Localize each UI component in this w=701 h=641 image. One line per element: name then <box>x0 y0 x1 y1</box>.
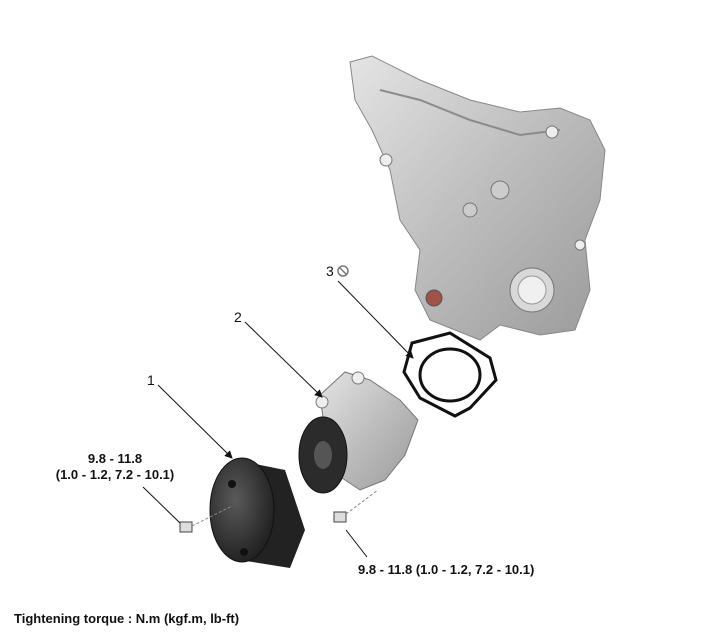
torque-left-line2: (1.0 - 1.2, 7.2 - 10.1) <box>55 467 175 482</box>
bolt-left <box>179 505 233 533</box>
callout-2: 2 <box>234 309 242 325</box>
water-pump-pulley <box>209 457 305 568</box>
leader-line-torque-right <box>345 529 368 558</box>
timing-chain-cover <box>349 55 606 341</box>
callout-1: 1 <box>147 372 155 388</box>
torque-right: 9.8 - 11.8 (1.0 - 1.2, 7.2 - 10.1) <box>358 562 535 577</box>
bolt-right <box>333 489 379 523</box>
footer-note: Tightening torque : N.m (kgf.m, lb-ft) <box>14 611 240 626</box>
torque-left-line1: 9.8 - 11.8 <box>87 451 143 466</box>
water-pump <box>298 371 419 494</box>
leader-line-3 <box>337 280 414 359</box>
gasket <box>402 331 498 418</box>
callout-3: 3 <box>326 263 334 279</box>
leader-line-2 <box>244 321 323 398</box>
leader-line-torque-left <box>142 486 181 524</box>
do-not-reuse-icon <box>337 265 349 277</box>
leader-line-1 <box>157 384 233 459</box>
